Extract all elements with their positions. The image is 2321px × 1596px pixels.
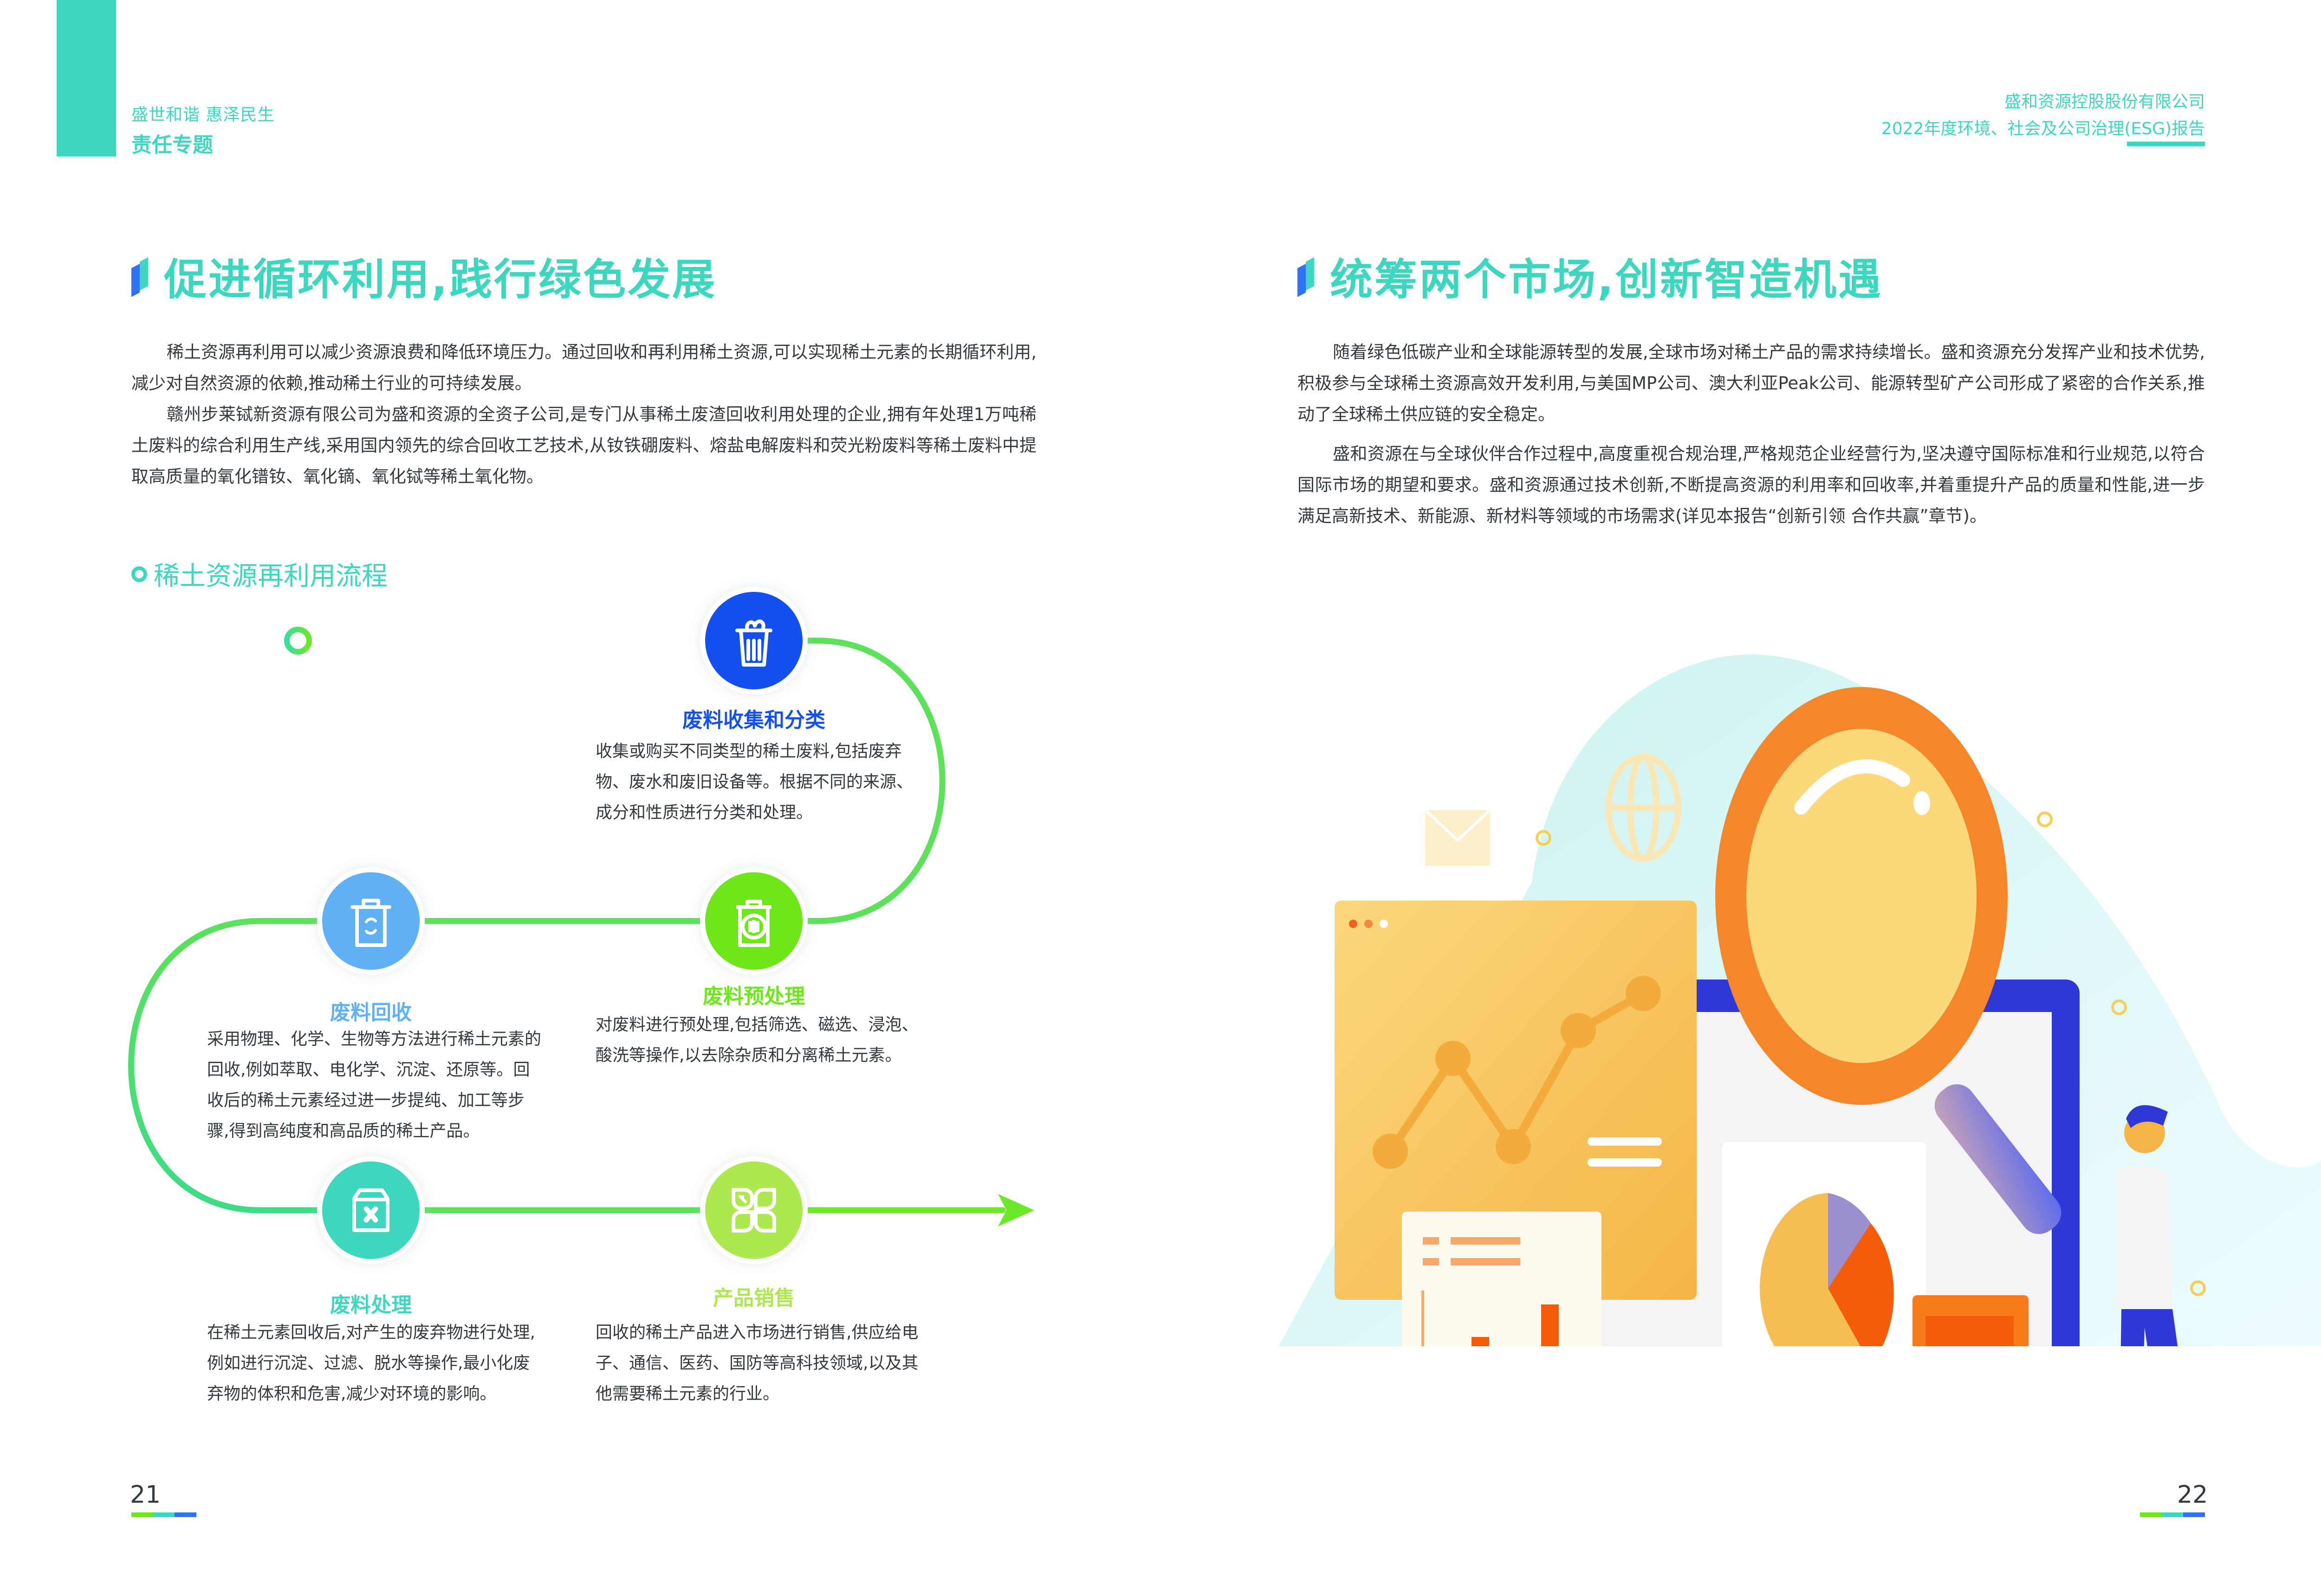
- page-number-left: 21: [130, 1481, 161, 1509]
- paragraph: 盛和资源在与全球伙伴合作过程中,高度重视合规治理,严格规范企业经营行为,坚决遵守…: [1297, 444, 2205, 526]
- flow-step-4-node: [317, 1156, 425, 1264]
- bullet-ring-icon: [131, 566, 147, 582]
- flow-step-3-label: 废料回收: [330, 1001, 412, 1025]
- flow-step-5-description: 回收的稀土产品进入市场进行销售,供应给电子、通信、医药、国防等高科技领域,以及其…: [596, 1323, 919, 1403]
- product-grid-icon: [705, 1161, 803, 1259]
- right-intro-text: 随着绿色低碳产业和全球能源转型的发展,全球市场对稀土产品的需求持续增长。盛和资源…: [1297, 337, 2205, 532]
- flow-track: [128, 627, 1034, 1226]
- right-section-title-text: 统筹两个市场,创新智造机遇: [1330, 255, 1883, 305]
- flow-title-text: 稀土资源再利用流程: [154, 561, 388, 591]
- flow-step-5-label: 产品销售: [713, 1286, 795, 1310]
- trash-bin-filter-icon: [705, 872, 803, 970]
- section-marker-icon: [1297, 257, 1316, 297]
- flow-step-3-description: 采用物理、化学、生物等方法进行稀土元素的回收,例如萃取、电化学、沉淀、还原等。回…: [207, 1030, 542, 1141]
- header-company-name: 盛和资源控股股份有限公司: [2004, 92, 2205, 111]
- flow-step-4-description: 在稀土元素回收后,对产生的废弃物进行处理,例如进行沉淀、过滤、脱水等操作,最小化…: [207, 1323, 535, 1403]
- left-intro-text: 稀土资源再利用可以减少资源浪费和降低环境压力。通过回收和再利用稀土资源,可以实现…: [131, 337, 1037, 492]
- pie-chart-graphic: [1760, 1193, 1894, 1346]
- trash-bin-full-icon: [705, 592, 803, 689]
- left-section-title-text: 促进循环利用,践行绿色发展: [164, 255, 717, 305]
- box-cross-icon: [322, 1161, 420, 1259]
- header-underline: [2127, 142, 2205, 146]
- header-report-name: 2022年度环境、社会及公司治理(ESG)报告: [1881, 119, 2205, 138]
- paragraph: 赣州步莱铽新资源有限公司为盛和资源的全资子公司,是专门从事稀土废渣回收利用处理的…: [131, 404, 1037, 487]
- header-section-title: 责任专题: [131, 133, 213, 157]
- right-section-title: 统筹两个市场,创新智造机遇: [1297, 245, 1883, 307]
- flow-step-1-node: [700, 587, 808, 694]
- page-number-bar: [2140, 1512, 2205, 1517]
- flow-arrowhead-icon: [998, 1194, 1034, 1226]
- page-number-right: 22: [2177, 1481, 2208, 1509]
- flow-step-1-description: 收集或购买不同类型的稀土废料,包括废弃物、废水和废旧设备等。根据不同的来源、成分…: [596, 742, 914, 822]
- header-accent-bar: [57, 0, 116, 156]
- flow-step-4-label: 废料处理: [330, 1293, 412, 1317]
- page-number-bar: [131, 1512, 197, 1517]
- globe-icon: [1605, 753, 1681, 862]
- paragraph: 随着绿色低碳产业和全球能源转型的发展,全球市场对稀土产品的需求持续增长。盛和资源…: [1297, 342, 2205, 424]
- paragraph: 稀土资源再利用可以减少资源浪费和降低环境压力。通过回收和再利用稀土资源,可以实现…: [131, 342, 1037, 393]
- flow-step-2-description: 对废料进行预处理,包括筛选、磁选、浸泡、酸洗等操作,以去除杂质和分离稀土元素。: [596, 1015, 919, 1065]
- magnifier-icon: [1715, 687, 2062, 1234]
- flow-step-2-node: [700, 867, 808, 975]
- left-section-title: 促进循环利用,践行绿色发展: [131, 245, 717, 307]
- data-analysis-magnifier-illustration: [1253, 654, 2321, 1346]
- flow-step-1-label: 废料收集和分类: [682, 708, 825, 732]
- person-figure: [2117, 1105, 2178, 1346]
- flow-step-2-label: 废料预处理: [703, 985, 805, 1008]
- flow-title: 稀土资源再利用流程: [131, 555, 388, 593]
- flow-step-3-node: [317, 867, 425, 975]
- bar-chart-graphic: [1472, 1304, 1559, 1346]
- trash-bin-recycle-icon: [322, 872, 420, 970]
- header-subtitle: 盛世和谐 惠泽民生: [131, 105, 275, 124]
- flow-step-5-node: [700, 1156, 808, 1264]
- flow-start-ring: [284, 627, 312, 655]
